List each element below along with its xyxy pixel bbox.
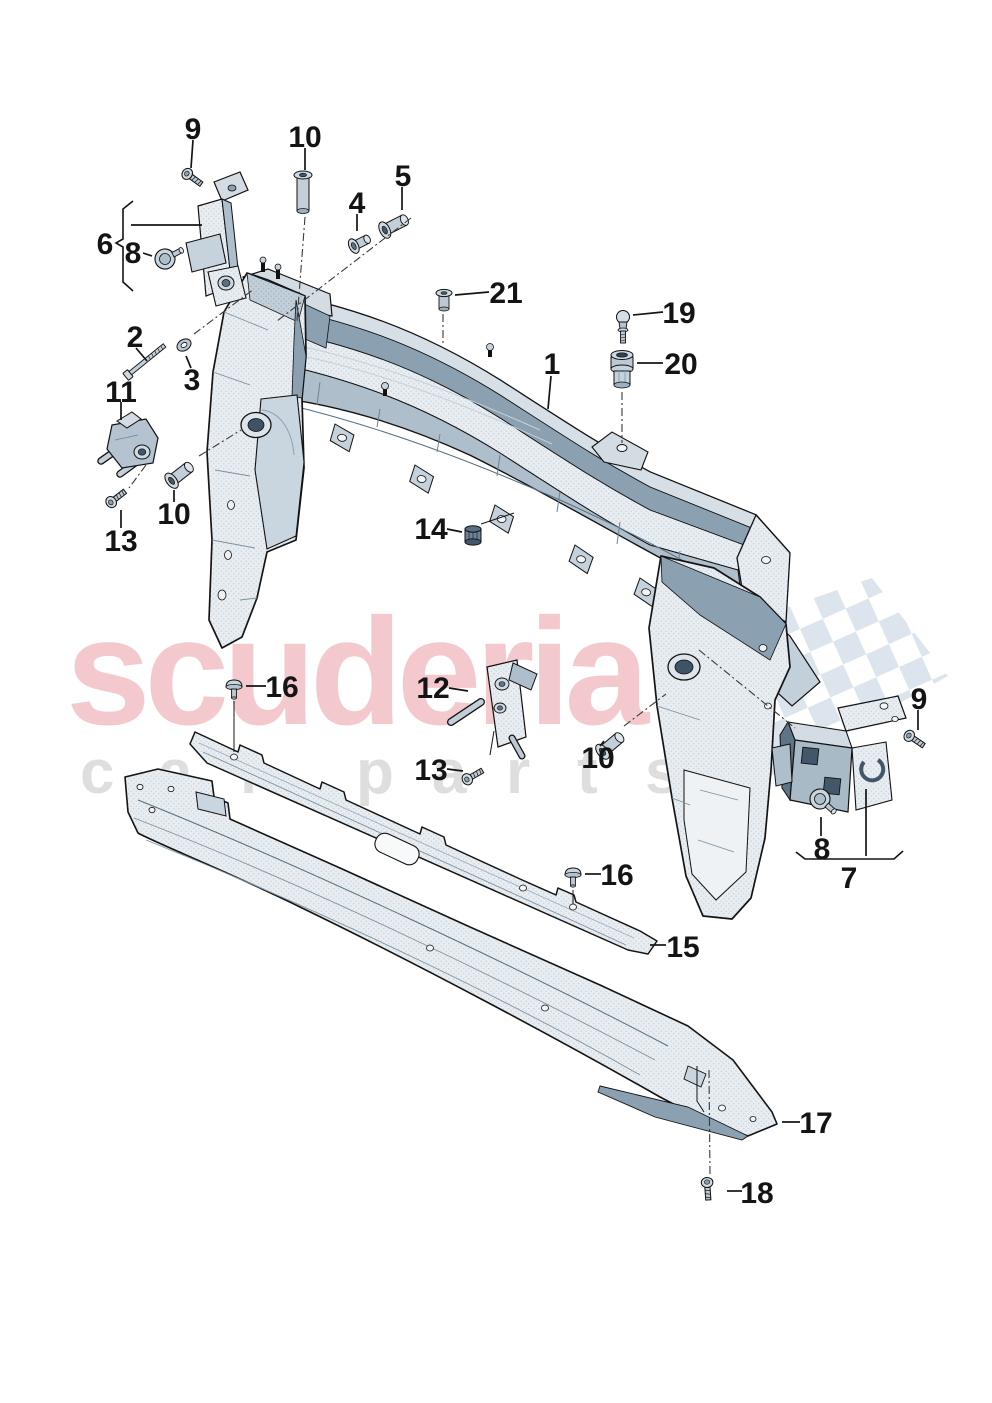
bolt-2: [122, 343, 167, 381]
leader-line-1: [547, 375, 552, 410]
push-pin-16-right: [564, 867, 582, 888]
callout-label-9: 9: [911, 683, 928, 716]
watermark-tagline-letter: t: [577, 738, 598, 807]
ball-stud-19: [616, 310, 630, 344]
callout-label-7: 7: [841, 862, 858, 895]
beam-peg: [486, 343, 494, 357]
connector-line: [489, 730, 495, 756]
bracket-7-brace: [795, 850, 904, 860]
callout-label-3: 3: [184, 364, 201, 397]
callout-label-4: 4: [349, 187, 366, 220]
leader-line-8: [142, 252, 153, 257]
watermark-tagline-letter: a: [432, 738, 467, 807]
leader-line-19: [632, 311, 664, 316]
callout-label-11: 11: [105, 376, 137, 409]
right-side-member: [648, 555, 821, 920]
leader-line-10: [599, 740, 605, 747]
leader-line-9: [190, 139, 194, 169]
watermark-tagline: carparts: [80, 738, 679, 807]
screw-9-top: [179, 165, 206, 190]
callout-label-1: 1: [544, 348, 561, 381]
watermark-tagline-letter: c: [80, 738, 114, 807]
callout-label-14: 14: [414, 513, 448, 546]
watermark-tagline-letter: p: [356, 738, 394, 807]
cap-nut-14: [464, 525, 482, 546]
callout-label-17: 17: [799, 1107, 832, 1140]
bracket-6-brace: [114, 200, 134, 292]
callout-label-12: 12: [416, 672, 449, 705]
axis-line: [193, 288, 255, 335]
watermark-brand-text: scuderia: [66, 587, 651, 757]
axis-line: [296, 216, 306, 322]
right-leg-pocket: [683, 769, 751, 901]
axis-line: [276, 217, 412, 322]
connector-line: [696, 1066, 705, 1113]
sleeve-10-top: [293, 170, 313, 214]
washer-3: [176, 338, 192, 352]
grommet-21: [435, 288, 453, 312]
callout-label-8: 8: [125, 237, 142, 270]
leader-line-3: [185, 355, 192, 369]
sleeve-10-mid: [161, 457, 198, 492]
lower-air-guide-17: [124, 768, 778, 1141]
left-side-member: [206, 272, 307, 649]
rivet-8-left: [150, 239, 189, 274]
connector-lines: [233, 512, 705, 1113]
axis-line: [128, 464, 147, 489]
callout-label-20: 20: [664, 348, 697, 381]
axis-line: [623, 693, 667, 727]
leader-line-21: [454, 291, 490, 296]
callout-label-6: 6: [97, 228, 114, 261]
callout-label-21: 21: [489, 277, 522, 310]
watermark: scuderia carparts: [66, 587, 679, 807]
screw-18: [700, 1176, 715, 1201]
axis-line: [708, 1069, 711, 1177]
assembly-axis-lines: [128, 216, 796, 1177]
bolt-4: [345, 230, 374, 256]
callout-label-2: 2: [127, 321, 144, 354]
leader-line-13: [446, 768, 464, 772]
leader-line-14: [446, 528, 463, 533]
upper-air-guide-15: [189, 731, 658, 955]
screw-13-left: [103, 486, 130, 511]
axis-line: [698, 649, 796, 729]
callout-label-5: 5: [395, 160, 412, 193]
callout-label-16: 16: [265, 671, 298, 704]
callout-label-10: 10: [288, 121, 321, 154]
beam-peg: [381, 382, 389, 396]
bracket-7: [771, 695, 907, 860]
callout-label-10: 10: [157, 498, 190, 531]
leader-line-2: [135, 347, 148, 362]
callout-label-15: 15: [666, 931, 699, 964]
callout-label-10: 10: [581, 742, 614, 775]
bracket-6: [114, 171, 249, 307]
callout-label-18: 18: [740, 1177, 773, 1210]
screw-9-right: [901, 727, 928, 751]
leader-line-12: [448, 687, 469, 692]
connector-line: [480, 512, 515, 525]
callout-label-9: 9: [185, 113, 202, 146]
bolt-5: [375, 210, 413, 241]
fasteners: [103, 165, 928, 1201]
grommet-nut-20: [610, 350, 634, 389]
callout-label-13: 13: [414, 754, 447, 787]
mount-bracket-11: [97, 411, 159, 478]
sensor-bracket-12: [447, 659, 538, 760]
air-guide-window: [374, 832, 420, 866]
callout-label-16: 16: [600, 859, 633, 892]
callout-label-13: 13: [104, 525, 137, 558]
callout-label-19: 19: [662, 297, 695, 330]
callout-label-8: 8: [814, 833, 831, 866]
